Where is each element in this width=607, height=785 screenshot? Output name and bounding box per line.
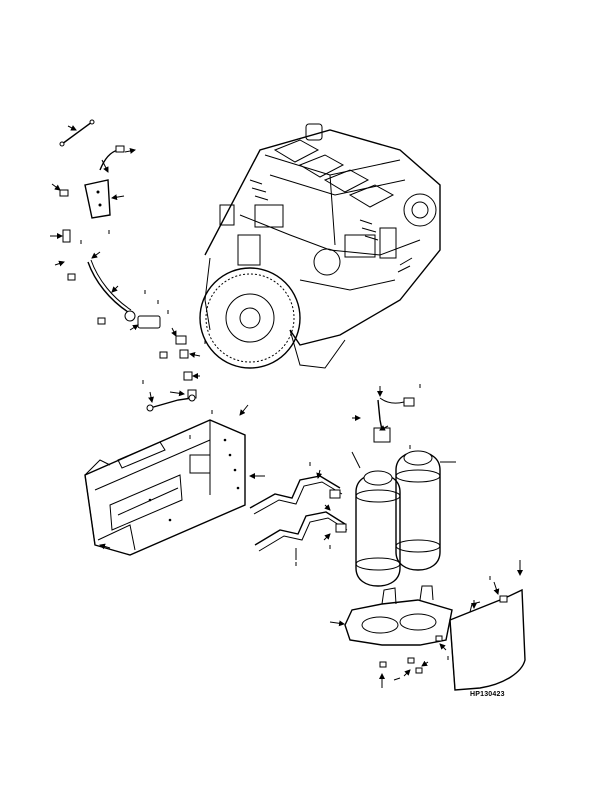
tank-mounting-straps <box>249 469 348 560</box>
fuel-line-assembly <box>50 119 201 412</box>
lpg-tanks <box>351 450 456 587</box>
figure-id-label: HP130423 <box>470 691 505 698</box>
callout-markers <box>80 230 491 660</box>
mounting-hardware <box>379 635 447 688</box>
engine-assembly <box>199 123 441 369</box>
support-frame <box>84 404 265 556</box>
regulator-assembly <box>352 386 415 443</box>
tank-cover-shield <box>449 560 526 691</box>
tank-tray <box>329 585 453 646</box>
